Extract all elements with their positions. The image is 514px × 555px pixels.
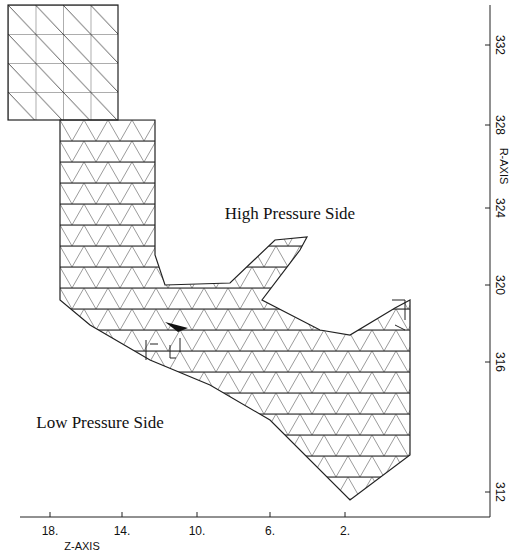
tick-label: 6. (265, 525, 275, 537)
region-label: Low Pressure Side (36, 414, 163, 431)
axis-title: R-AXIS (498, 148, 509, 185)
tick-label: 14. (114, 525, 131, 537)
tick-label: 320 (494, 275, 506, 295)
tick-label: 332 (494, 35, 506, 55)
tick-label: 324 (494, 198, 506, 218)
mesh-grid (0, 5, 514, 500)
axes (20, 5, 490, 517)
region-label: High Pressure Side (225, 205, 355, 222)
tick-label: 18. (42, 525, 59, 537)
tick-label: 2. (340, 525, 350, 537)
tick-label: 316 (494, 352, 506, 372)
tick-label: 10. (189, 525, 206, 537)
tick-label: 312 (494, 482, 506, 502)
tick-label: 328 (494, 115, 506, 135)
axis-title: Z-AXIS (64, 541, 99, 552)
